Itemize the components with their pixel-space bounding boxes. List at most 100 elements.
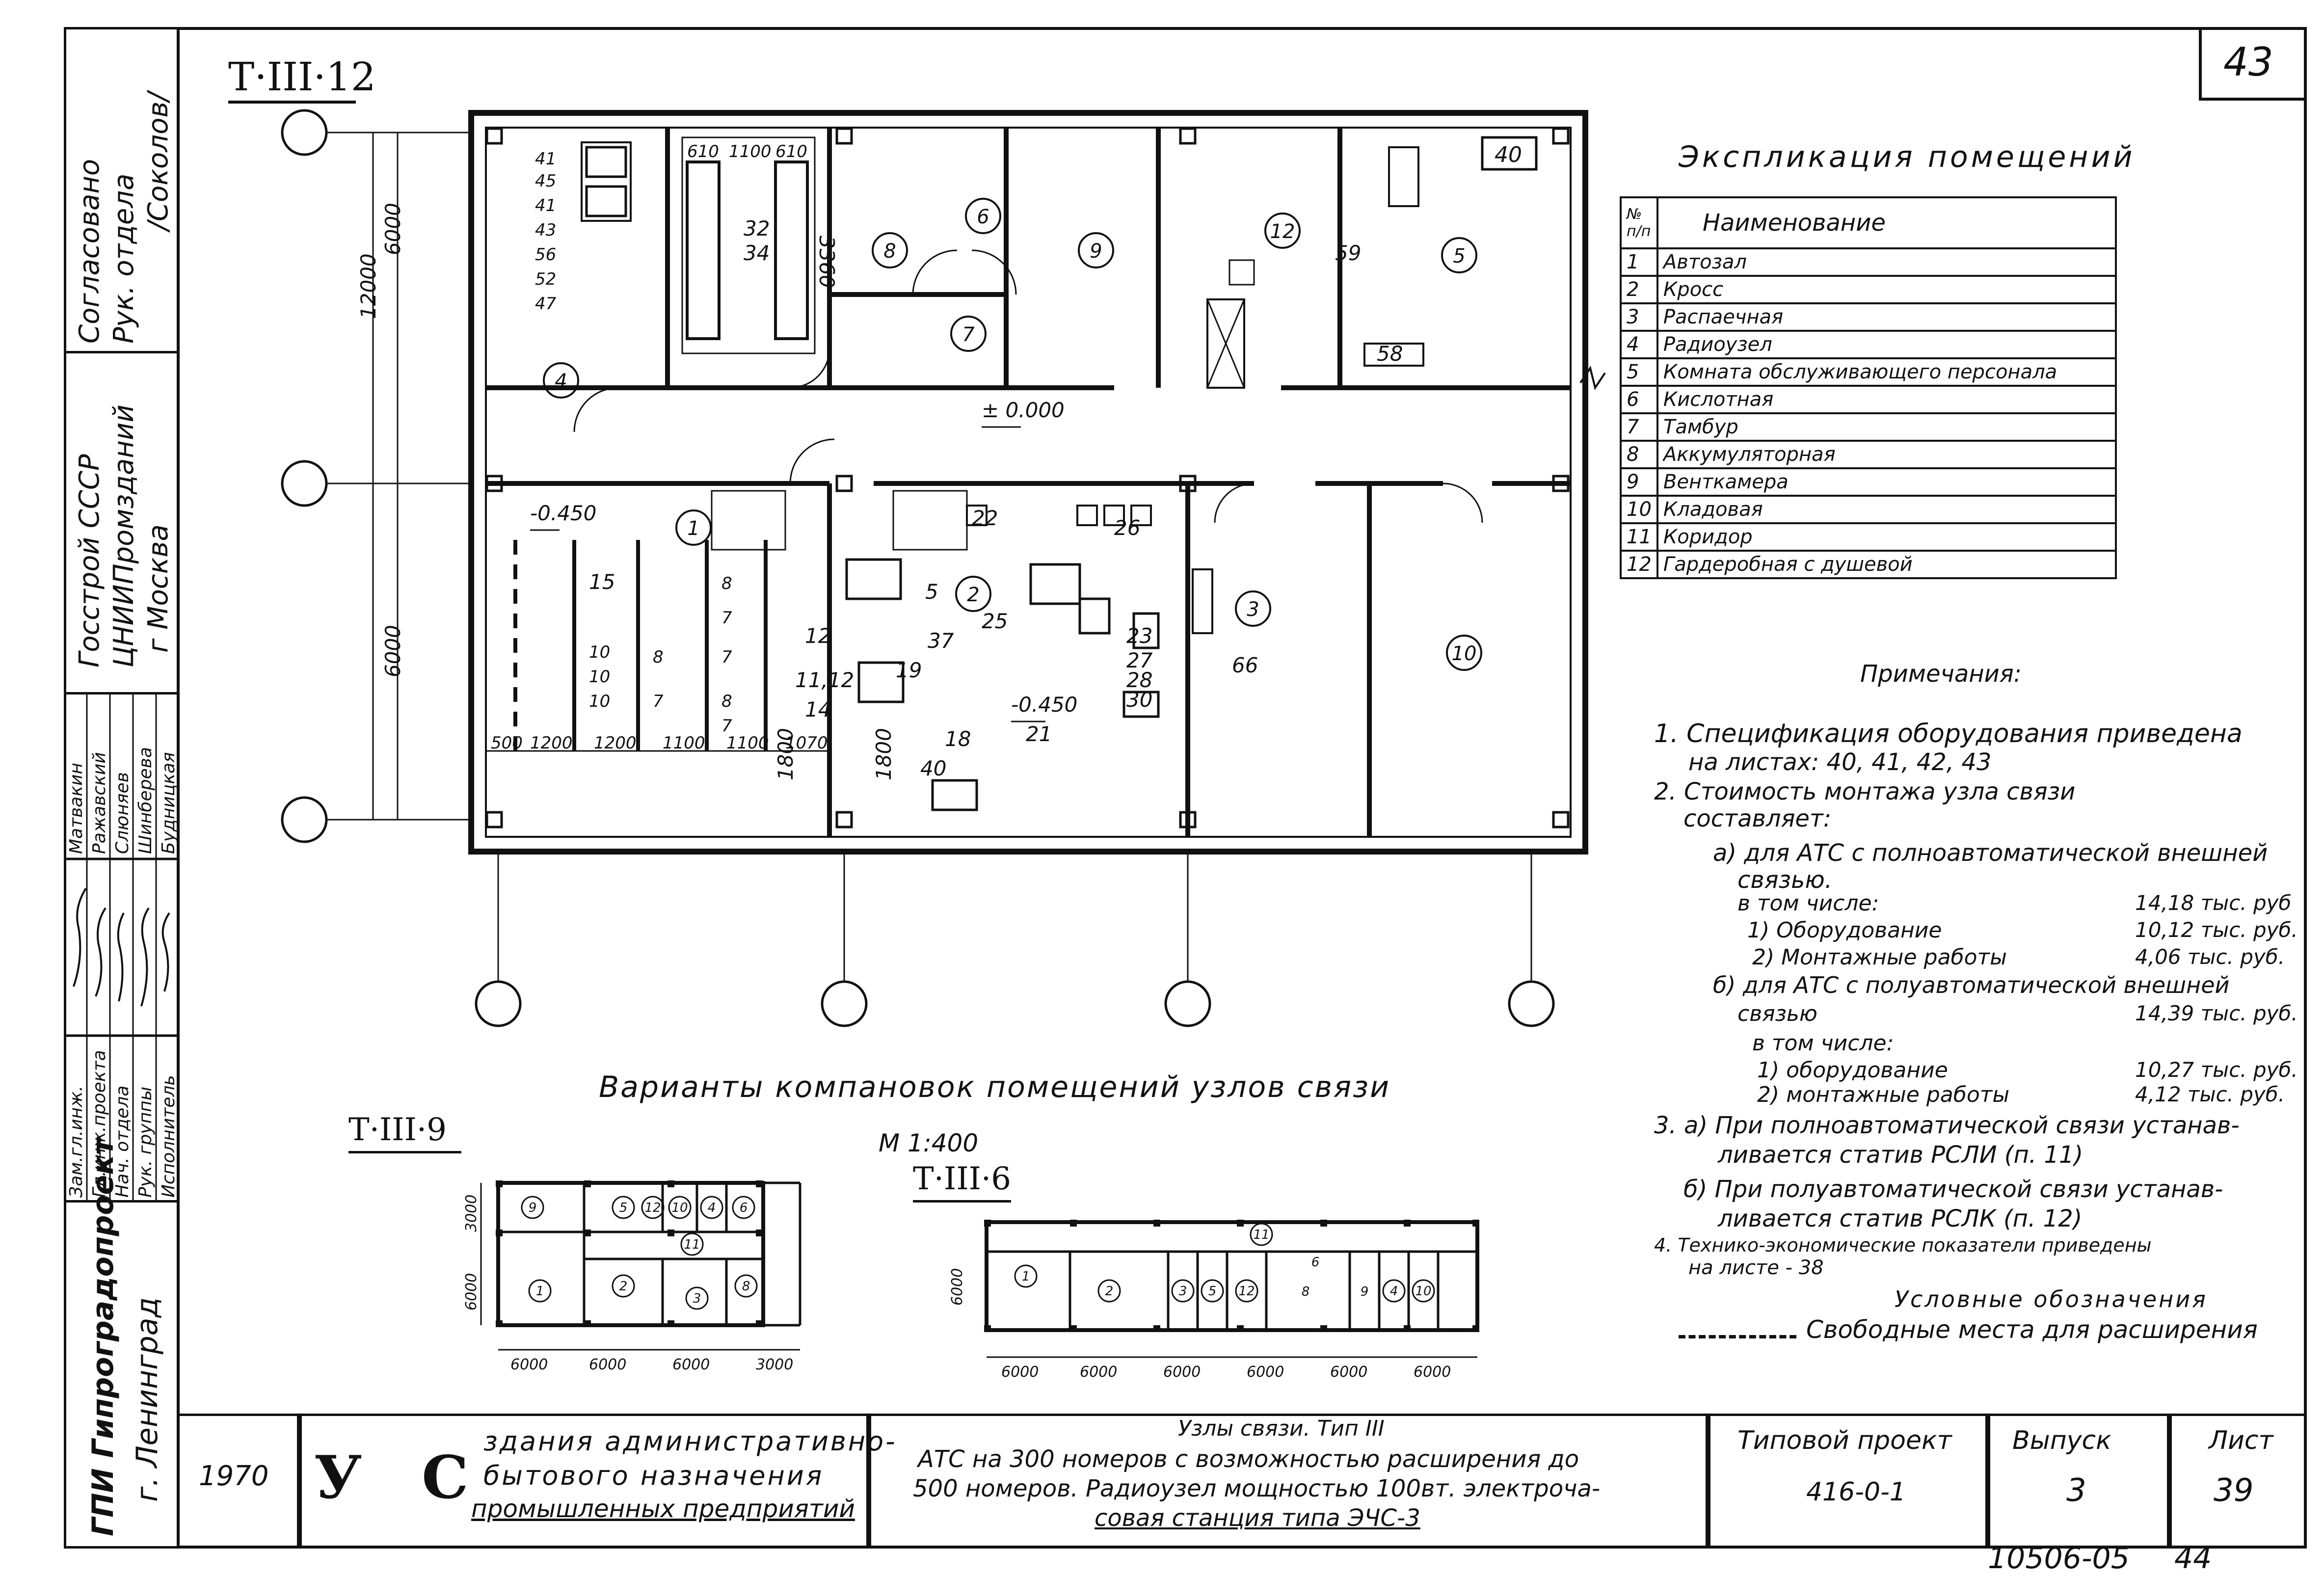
svg-text:10: 10 xyxy=(1415,1284,1431,1299)
note-2j: в том числе: xyxy=(1752,1031,1894,1056)
svg-text:8: 8 xyxy=(742,1279,750,1294)
dim-left-5: 56 xyxy=(535,245,556,265)
label-40: 40 xyxy=(1495,142,1522,167)
svg-text:9: 9 xyxy=(1361,1284,1369,1299)
note-2l: 2) монтажные работы xyxy=(1757,1082,2010,1107)
label-32: 32 xyxy=(744,216,770,241)
title-block-logo-cell xyxy=(299,1414,869,1549)
variant-b-underline xyxy=(913,1200,1011,1203)
svg-text:5: 5 xyxy=(619,1201,628,1215)
label-27: 27 xyxy=(1126,648,1153,672)
note-3b: ливается статив РСЛИ (п. 11) xyxy=(1718,1141,2084,1169)
main-floor-plan: 12000 6000 6000 ± 0.000 -0.450 -0.450 33… xyxy=(281,109,1606,1027)
title-desc-3: промышленных предприятий xyxy=(471,1495,855,1523)
dim-left-4: 43 xyxy=(535,220,556,240)
plan-title-underline xyxy=(228,101,356,104)
label-66: 66 xyxy=(1232,653,1258,677)
bottom-dim-2: 1200 xyxy=(530,733,573,753)
sidebar-institute: ГПИ Гипроградопроект xyxy=(86,1138,120,1536)
note-2g: 2) Монтажные работы xyxy=(1752,945,2007,970)
sidebar-role-4: Рук. группы xyxy=(135,1086,156,1198)
title-issue-value: 3 xyxy=(2066,1472,2086,1509)
rack-num-8: 7 xyxy=(721,647,732,667)
variant-b-dim-5: 6000 xyxy=(1330,1363,1367,1381)
svg-text:5: 5 xyxy=(1453,245,1465,267)
svg-text:5: 5 xyxy=(1208,1284,1217,1299)
note-2k-value: 10,27 тыс. руб. xyxy=(2135,1058,2298,1082)
sidebar-name-1: Матвакин xyxy=(66,762,86,854)
svg-text:4: 4 xyxy=(1390,1284,1398,1299)
footer-code: 10506-05 xyxy=(1988,1541,2130,1576)
label-37: 37 xyxy=(928,629,954,653)
rack-num-9: 8 xyxy=(721,692,732,711)
dim-1800a: 1800 xyxy=(774,728,798,780)
svg-text:12: 12 xyxy=(1238,1284,1255,1299)
note-2g-value: 4,06 тыс. руб. xyxy=(2135,945,2285,969)
svg-text:8: 8 xyxy=(1302,1284,1310,1299)
title-subject-1: Узлы связи. Тип III xyxy=(1178,1416,1385,1441)
variant-a-dim-4: 3000 xyxy=(756,1356,793,1373)
note-1a: 1. Спецификация оборудования приведена xyxy=(1654,719,2243,748)
rack-num-3: 10 xyxy=(589,692,610,711)
variant-b-side-dim: 6000 xyxy=(949,1268,966,1306)
note-1b: на листах: 40, 41, 42, 43 xyxy=(1688,748,1992,776)
label-34: 34 xyxy=(744,241,770,265)
variant-b-dim-3: 6000 xyxy=(1163,1363,1201,1381)
top-dim-1: 610 xyxy=(687,142,719,161)
note-2l-value: 4,12 тыс. руб. xyxy=(2135,1082,2285,1106)
label-22: 22 xyxy=(972,506,998,530)
sidebar-bottom-box xyxy=(64,1200,179,1549)
sidebar-approved-line2: Рук. отдела xyxy=(108,173,140,344)
dim-left-7: 47 xyxy=(535,294,557,314)
label-19: 19 xyxy=(896,658,922,682)
svg-text:4: 4 xyxy=(555,370,567,393)
note-4b: на листе - 38 xyxy=(1688,1256,1824,1279)
bottom-dim-6: 1070 xyxy=(785,733,828,753)
svg-text:1: 1 xyxy=(687,517,699,540)
rack-num-2: 10 xyxy=(589,667,610,687)
rack-num-7: 7 xyxy=(721,608,732,628)
title-sheet-label: Лист xyxy=(2209,1426,2273,1455)
explication-title: Экспликация помещений xyxy=(1679,140,2136,174)
variant-a-dim-1: 6000 xyxy=(510,1356,548,1373)
note-2i: связью xyxy=(1737,1001,1817,1026)
dim-left-6: 52 xyxy=(535,269,556,289)
level-zero: ± 0.000 xyxy=(982,398,1065,422)
label-11-12: 11,12 xyxy=(795,668,854,692)
label-30: 30 xyxy=(1126,688,1152,712)
variant-b-dim-1: 6000 xyxy=(1001,1363,1039,1381)
bottom-dim-4: 1100 xyxy=(663,733,705,753)
variant-a-side-dim-1: 3000 xyxy=(463,1195,480,1232)
title-subject-2: АТС на 300 номеров с возможностью расшир… xyxy=(918,1445,1579,1473)
label-28: 28 xyxy=(1126,668,1152,692)
legend-title: Условные обозначения xyxy=(1895,1286,2208,1312)
bottom-dim-3: 1200 xyxy=(594,733,637,753)
label-18: 18 xyxy=(945,727,971,751)
title-logo: У С xyxy=(314,1443,488,1512)
title-block-subject-cell xyxy=(869,1414,1708,1549)
sidebar-org-line2: ЦНИИПромзданий xyxy=(108,404,140,668)
label-59: 59 xyxy=(1335,241,1361,265)
title-project-label: Типовой проект xyxy=(1737,1426,1952,1455)
label-23: 23 xyxy=(1126,624,1152,648)
rack-num-5: 7 xyxy=(653,692,664,711)
footer-page: 44 xyxy=(2174,1541,2212,1576)
note-3c: б) При полуавтоматической связи устанав- xyxy=(1683,1176,2223,1203)
label-15: 15 xyxy=(589,570,615,594)
svg-text:4: 4 xyxy=(708,1201,716,1215)
corner-sheet-number: 43 xyxy=(2223,39,2273,85)
sidebar-signatures-grid xyxy=(64,692,179,1203)
sidebar-role-5: Исполнитель xyxy=(159,1075,179,1198)
title-subject-4: совая станция типа ЭЧС-3 xyxy=(1095,1504,1420,1532)
variant-a-dim-2: 6000 xyxy=(589,1356,626,1373)
dim-6000-top: 6000 xyxy=(381,203,405,255)
svg-text:12: 12 xyxy=(644,1201,661,1215)
title-issue-label: Выпуск xyxy=(2012,1426,2111,1455)
